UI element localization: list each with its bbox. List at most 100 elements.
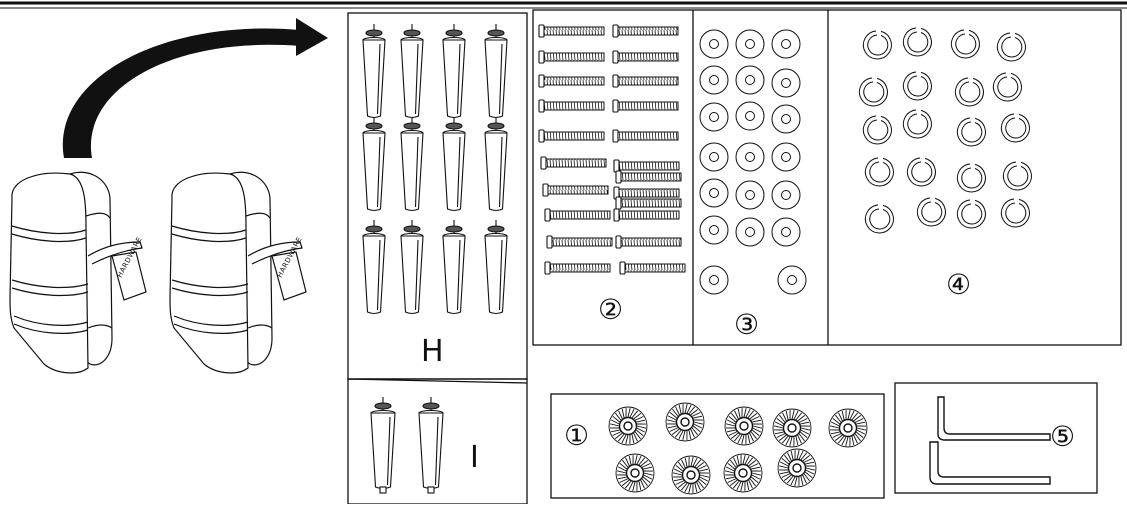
allen-keys	[930, 397, 1050, 484]
curved-arrow-icon	[63, 18, 328, 158]
star-washer-icon	[666, 403, 704, 441]
bolt-icon	[613, 51, 678, 63]
bolt-icon	[545, 262, 610, 274]
top-border	[0, 3, 1127, 8]
furniture-leg-icon	[363, 220, 385, 314]
split-ring-icon	[903, 110, 931, 138]
washers-group	[700, 30, 806, 294]
legs-small-label: I	[470, 443, 479, 473]
bolts-group	[539, 25, 685, 274]
furniture-leg-icon	[485, 24, 507, 118]
bolt-icon	[616, 236, 681, 248]
washer-icon	[772, 30, 800, 58]
bolt-icon	[613, 130, 678, 142]
star-washer-icon	[724, 454, 762, 492]
bolt-icon	[616, 171, 681, 183]
star-washer-icon	[609, 407, 647, 445]
star-washer-icon	[829, 409, 867, 447]
washers-label: ③	[734, 311, 759, 339]
bolt-icon	[547, 236, 612, 248]
bolt-icon	[613, 100, 678, 112]
star-washer-panel	[551, 394, 884, 498]
bolt-icon	[539, 100, 604, 112]
bolt-icon	[545, 209, 610, 221]
furniture-leg-icon	[485, 220, 507, 314]
washer-icon	[700, 66, 728, 94]
split-ring-icon	[955, 78, 983, 106]
star-washers-group	[609, 403, 867, 494]
washer-icon	[772, 218, 800, 246]
bolts-label: ②	[598, 296, 623, 324]
hardware-bag: HARDWARE	[10, 172, 146, 373]
bolt-icon	[613, 25, 678, 37]
split-ring-icon	[903, 72, 931, 100]
split-ring-icon	[863, 31, 891, 59]
split-ring-icon	[907, 158, 935, 186]
furniture-leg-icon	[443, 220, 465, 314]
washer-icon	[736, 143, 764, 171]
bolt-icon	[543, 184, 608, 196]
washer-icon	[700, 179, 728, 207]
furniture-leg-icon	[401, 117, 423, 211]
washer-icon	[772, 69, 800, 97]
furniture-leg-icon	[443, 117, 465, 211]
split-ring-icon	[903, 28, 931, 56]
star-washers-label: ①	[564, 422, 589, 450]
star-washer-icon	[773, 409, 811, 447]
washer-icon	[736, 102, 764, 130]
bolt-icon	[614, 160, 679, 172]
furniture-leg-icon	[363, 24, 385, 118]
washer-icon	[700, 143, 728, 171]
washer-icon	[700, 30, 728, 58]
furniture-leg-icon	[443, 24, 465, 118]
split-ring-icon	[859, 78, 887, 106]
allen-keys-label: ⑤	[1050, 423, 1075, 451]
washer-icon	[736, 218, 764, 246]
split-ring-icon	[951, 30, 979, 58]
split-ring-icon	[957, 164, 985, 192]
bolt-icon	[613, 75, 678, 87]
allen-key-icon	[938, 397, 1050, 440]
washer-icon	[700, 216, 728, 244]
washer-icon	[772, 143, 800, 171]
bolt-icon	[614, 187, 679, 199]
split-ring-icon	[1003, 162, 1031, 190]
washer-icon	[778, 266, 806, 294]
washer-icon	[772, 181, 800, 209]
furniture-leg-icon	[371, 397, 395, 493]
bolt-icon	[616, 197, 681, 209]
furniture-leg-icon	[401, 220, 423, 314]
bolt-icon	[541, 157, 606, 169]
bolt-icon	[620, 262, 685, 274]
bolt-icon	[539, 51, 604, 63]
furniture-leg-icon	[401, 24, 423, 118]
allen-key-icon	[930, 442, 1050, 484]
furniture-leg-icon	[363, 117, 385, 211]
rings-group	[859, 28, 1031, 233]
legs-large-label: H	[421, 337, 444, 367]
rings-label: ④	[946, 271, 971, 299]
furniture-leg-icon	[485, 117, 507, 211]
star-washer-icon	[725, 407, 763, 445]
split-ring-icon	[997, 33, 1025, 61]
washer-icon	[736, 181, 764, 209]
star-washer-icon	[672, 456, 710, 494]
split-ring-icon	[957, 118, 985, 146]
washer-icon	[736, 30, 764, 58]
split-ring-icon	[865, 158, 893, 186]
bolt-icon	[539, 25, 604, 37]
washer-icon	[700, 266, 728, 294]
star-washer-icon	[778, 449, 816, 487]
legs-group	[363, 24, 507, 493]
bolt-icon	[614, 209, 679, 221]
split-ring-icon	[917, 198, 945, 226]
washer-icon	[736, 66, 764, 94]
bolt-icon	[539, 130, 604, 142]
hardware-bag: HARDWARE	[170, 172, 306, 373]
split-ring-icon	[865, 205, 893, 233]
split-ring-icon	[1001, 114, 1029, 142]
washer-icon	[700, 103, 728, 131]
split-ring-icon	[957, 200, 985, 228]
